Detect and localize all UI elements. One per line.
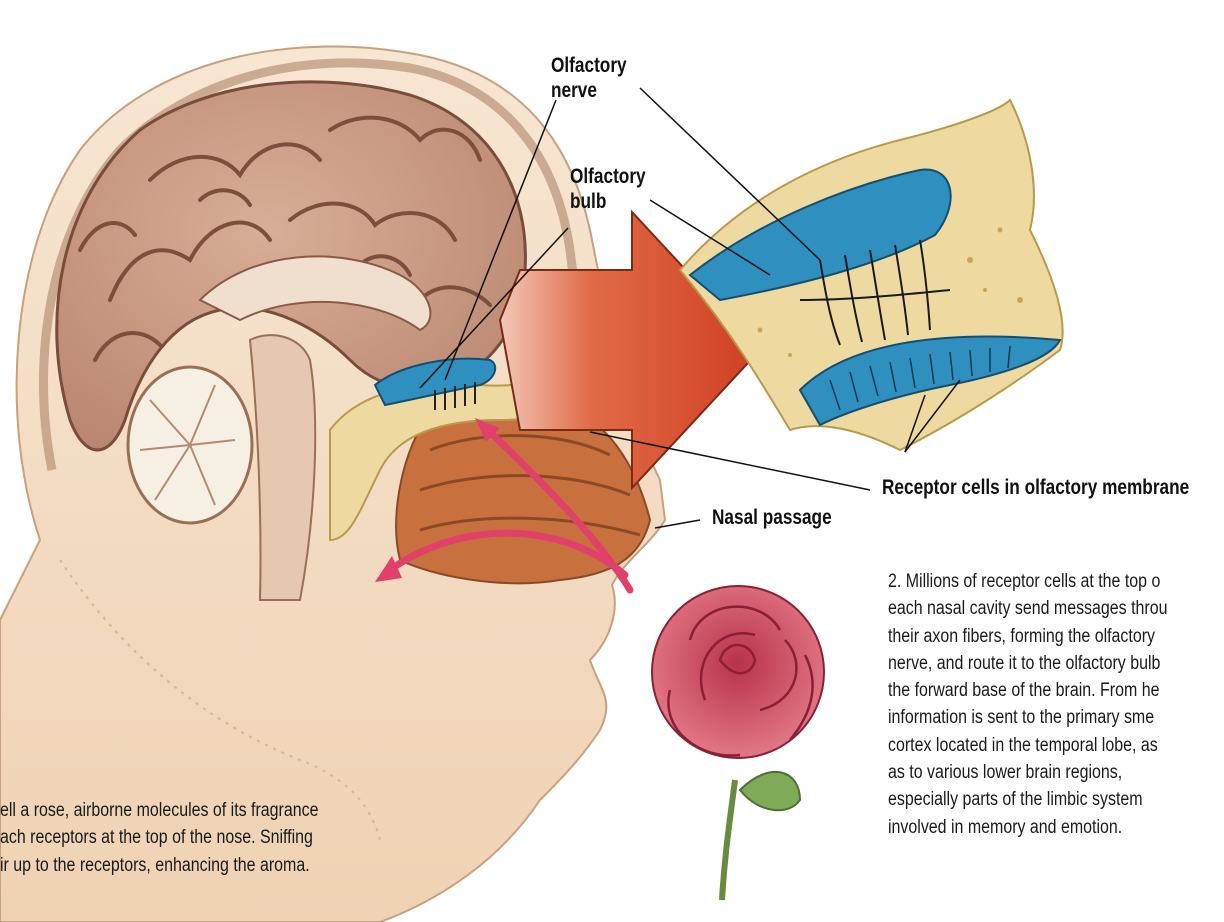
label-nasal-passage: Nasal passage	[712, 505, 832, 530]
caption-step-1: ell a rose, airborne molecules of its fr…	[0, 797, 412, 879]
label-olfactory-nerve: Olfactory nerve	[551, 53, 627, 103]
label-receptor-cells: Receptor cells in olfactory membrane	[882, 475, 1189, 500]
brainstem	[250, 335, 315, 600]
label-olfactory-bulb: Olfactory bulb	[570, 164, 646, 214]
caption-step-2: 2. Millions of receptor cells at the top…	[888, 568, 1224, 841]
rose-stem	[722, 780, 735, 900]
rose-leaf	[740, 772, 800, 810]
